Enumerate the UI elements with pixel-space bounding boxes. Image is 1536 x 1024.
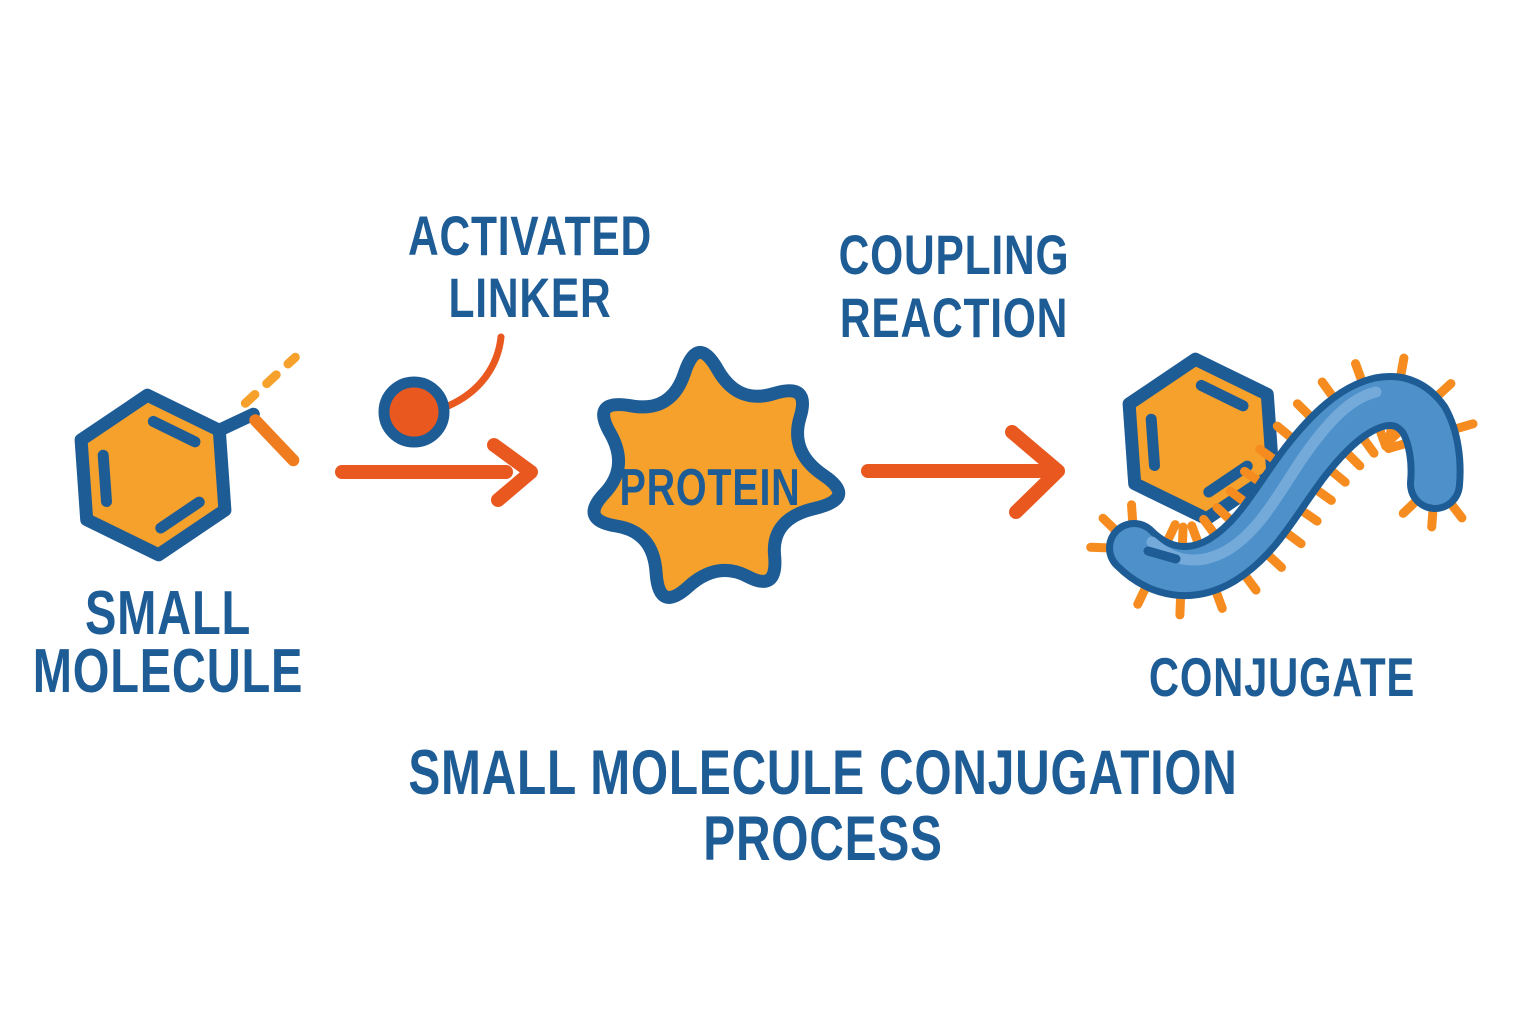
small-molecule-label-line1: SMALL [84, 579, 252, 648]
reaction-arrow-icon [861, 425, 1065, 519]
protein-label: PROTEIN [619, 459, 801, 517]
coupling-reaction-label: COUPLING REACTION [802, 223, 1106, 349]
small-molecule-label: SMALL MOLECULE [16, 579, 320, 706]
coupling-reaction-label-line1: COUPLING [838, 223, 1070, 286]
activated-linker-label-line1: ACTIVATED [407, 204, 653, 267]
protein-blob-icon [587, 346, 846, 604]
activated-linker-label: ACTIVATED LINKER [378, 205, 682, 329]
conjugate-worm-icon [1086, 352, 1478, 620]
benzene-ring-icon [74, 352, 300, 562]
conjugate-label: CONJUGATE [1148, 646, 1416, 708]
reaction-arrow-icon [335, 438, 538, 507]
small-molecule-label-line2: MOLECULE [32, 637, 304, 706]
linker-dot-icon [378, 333, 505, 448]
activated-linker-label-line2: LINKER [448, 266, 612, 329]
page-title: SMALL MOLECULE CONJUGATION PROCESS [408, 738, 1238, 874]
coupling-reaction-label-line2: REACTION [839, 286, 1069, 349]
